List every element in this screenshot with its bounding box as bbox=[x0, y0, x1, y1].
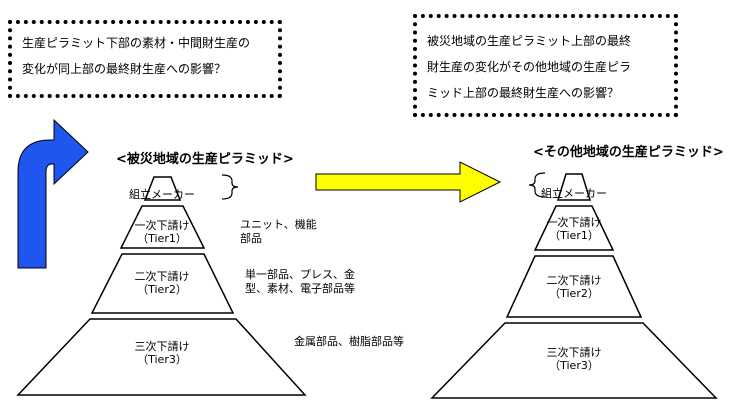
left-tier3-shape bbox=[16, 318, 307, 396]
curved-up-arrow bbox=[17, 118, 89, 269]
right-assembler-shape bbox=[556, 173, 592, 201]
note-right-line-3: ミッド上部の最終財生産への影響？ bbox=[427, 86, 620, 100]
tier2-items-text: 単一部品、プレス、金型、素材、電子部品等 bbox=[245, 268, 355, 295]
left-tier1-label: 一次下請け（Tier1） bbox=[134, 219, 190, 245]
right-pyramid bbox=[430, 173, 718, 399]
left-tier3-label: 三次下請け（Tier3） bbox=[134, 340, 190, 366]
right-tier2-label: 二次下請け（Tier2） bbox=[546, 274, 602, 300]
right-tier3-label: 三次下請け（Tier3） bbox=[546, 346, 602, 372]
right-tier3-shape bbox=[430, 322, 718, 399]
note-right-line-2: 財生産の変化がその他地域の生産ピラ bbox=[427, 60, 632, 74]
note-box-left: 生産ピラミット下部の素材・中間財生産の 変化が同上部の最終財生産への影響？ bbox=[8, 20, 282, 98]
tier1-items-text: ユニット、機能部品 bbox=[240, 218, 317, 245]
left-pyramid-title: <被災地域の生産ピラミッド> bbox=[116, 152, 294, 167]
right-pyramid-title: <その他地域の生産ピラミッド> bbox=[533, 145, 724, 160]
left-assembler-label: 組立メーカー bbox=[129, 188, 195, 201]
tier3-items-text: 金属部品、樹脂部品等 bbox=[294, 335, 404, 348]
right-tier2-shape bbox=[505, 255, 643, 318]
note-right-line-1: 被災地域の生産ピラミット上部の最終 bbox=[427, 34, 632, 48]
right-assembler-label: 組立メーカー bbox=[541, 187, 607, 200]
right-brace bbox=[528, 172, 546, 198]
right-arrow bbox=[315, 161, 502, 203]
note-box-right: 被災地域の生産ピラミット上部の最終 財生産の変化がその他地域の生産ピラ ミッド上… bbox=[413, 14, 678, 117]
left-assembler-shape bbox=[143, 176, 182, 201]
right-tier1-label: 一次下請け（Tier1） bbox=[546, 216, 602, 242]
left-tier1-shape bbox=[119, 205, 206, 249]
left-tier2-label: 二次下請け（Tier2） bbox=[134, 270, 190, 296]
right-tier1-shape bbox=[533, 205, 615, 251]
note-left-line-2: 変化が同上部の最終財生産への影響？ bbox=[22, 62, 227, 76]
note-left-line-1: 生産ピラミット下部の素材・中間財生産の bbox=[22, 36, 251, 50]
left-tier2-shape bbox=[90, 253, 235, 314]
left-brace bbox=[221, 174, 239, 200]
left-pyramid bbox=[16, 176, 307, 396]
